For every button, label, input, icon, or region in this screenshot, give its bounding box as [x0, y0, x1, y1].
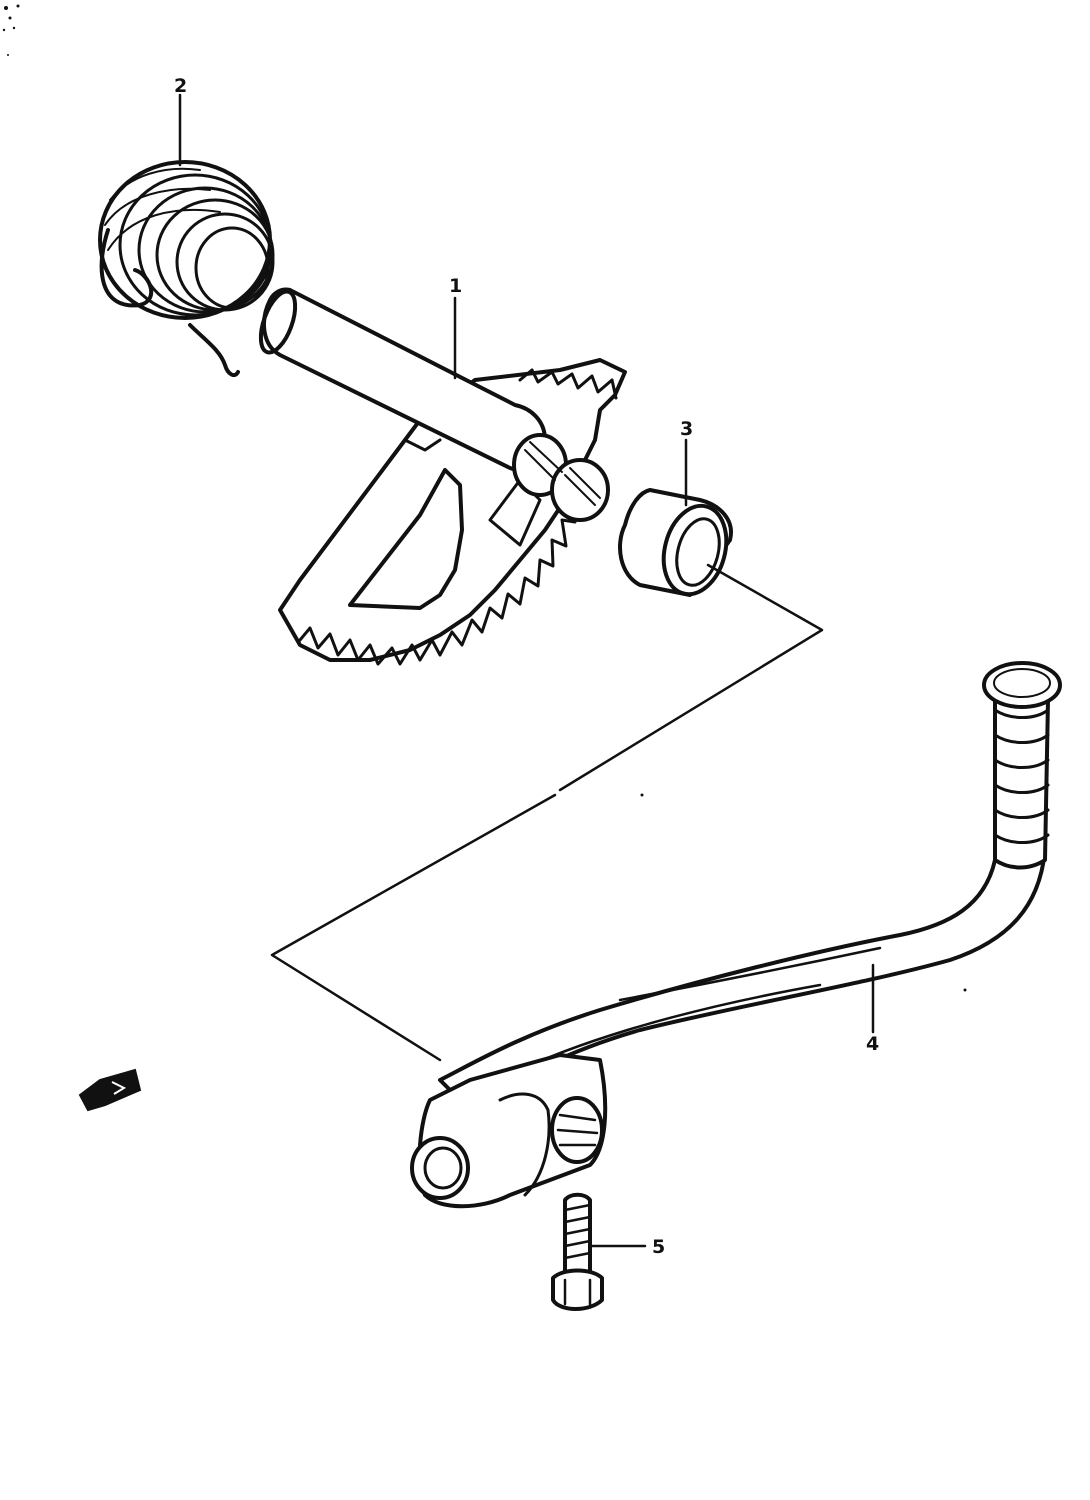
callout-label-2: 2: [174, 75, 187, 97]
shaft-bushing: [618, 488, 733, 597]
callout-label-5: 5: [652, 1236, 665, 1258]
callout-2: 2: [174, 75, 187, 167]
front-direction-arrow-icon: [78, 1068, 142, 1112]
callout-4: 4: [866, 963, 879, 1055]
callout-1: 1: [449, 275, 462, 380]
callout-label-1: 1: [449, 275, 462, 297]
kick-starter-shaft: [258, 287, 627, 666]
return-spring: [98, 160, 275, 378]
assembly-guide-line: [270, 563, 824, 1062]
kick-starter-lever: [410, 661, 1062, 1209]
scan-artifacts: [2, 4, 967, 992]
callout-5: 5: [590, 1236, 665, 1258]
callout-3: 3: [680, 418, 693, 507]
clamp-bolt: [551, 1192, 604, 1311]
callout-label-3: 3: [680, 418, 693, 440]
callout-label-4: 4: [866, 1033, 879, 1055]
